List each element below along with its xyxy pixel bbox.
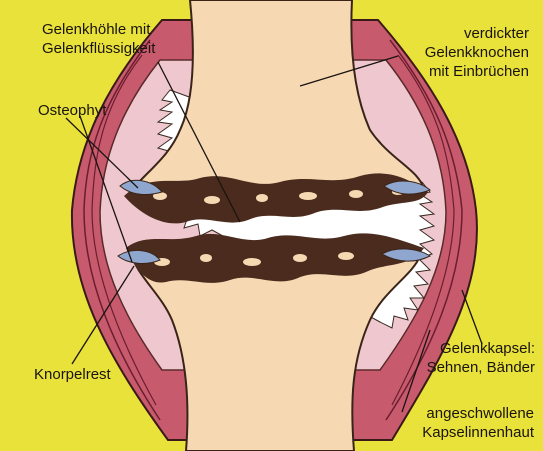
label-cartilage-remnant: Knorpelrest <box>34 365 111 384</box>
label-synovium: angeschwollene Kapselinnenhaut <box>422 404 534 442</box>
label-joint-cavity: Gelenkhöhle mit Gelenkflüssigkeit <box>42 20 155 58</box>
label-joint-capsule: Gelenkkapsel: Sehnen, Bänder <box>427 339 535 377</box>
leader-capsule <box>462 290 482 344</box>
label-thickened-bone: verdickter Gelenkknochen mit Einbrüchen <box>425 24 529 81</box>
label-osteophyte: Osteophyt <box>38 101 106 120</box>
